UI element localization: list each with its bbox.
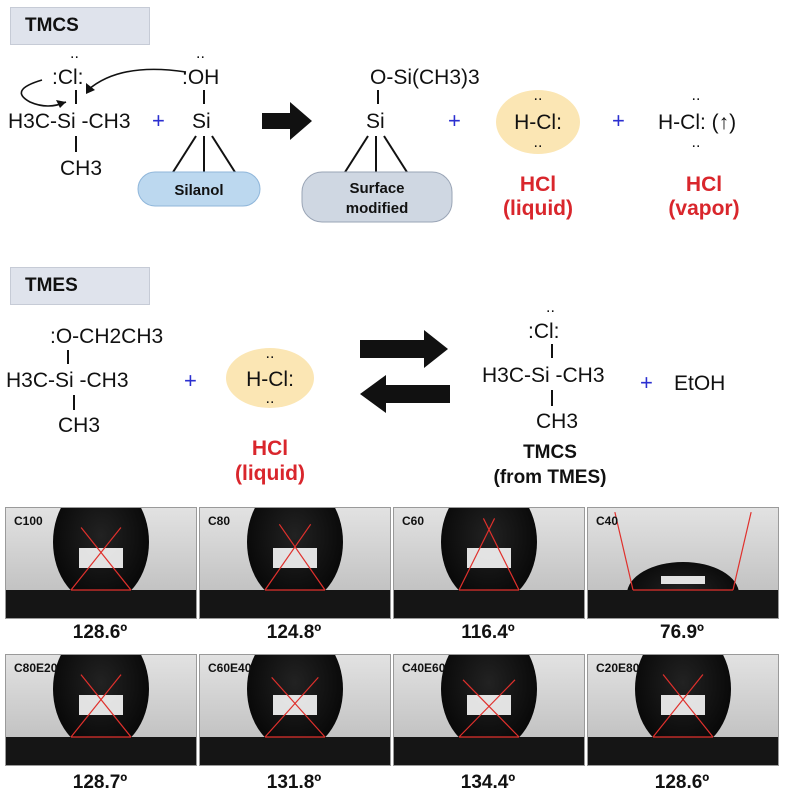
equilibrium-reverse-arrow — [360, 375, 450, 413]
hcl-reagent-state: (liquid) — [235, 462, 305, 485]
hcl3-lone-pair-top: .. — [266, 345, 275, 362]
tmcs-ch3-bottom: CH3 — [60, 157, 102, 180]
droplet-photo: C40E60 — [393, 654, 585, 766]
tmes-main: H3C-Si -CH3 — [6, 369, 129, 392]
tmcs2-ch3-bottom: CH3 — [536, 410, 578, 433]
sample-label: C60E40 — [208, 661, 252, 675]
contact-angle-value: 128.7º — [72, 772, 128, 793]
hcl1-lone-pair-bottom: .. — [534, 134, 543, 151]
sample-label: C60 — [402, 514, 425, 528]
contact-angle-value: 128.6º — [654, 772, 710, 793]
reaction-arrow-1 — [262, 102, 312, 140]
oh-lone-pair: .. — [196, 45, 205, 62]
hcl-liquid-state: (liquid) — [503, 197, 573, 220]
tmcs2-lone-pair: .. — [546, 299, 555, 316]
droplet-photo: C80E20 — [5, 654, 197, 766]
plus-sign-5: + — [640, 370, 653, 395]
etoh-label: EtOH — [674, 372, 725, 395]
tmcs-main: H3C-Si -CH3 — [8, 110, 131, 133]
tmcs-cl: :Cl: — [52, 66, 84, 89]
plus-sign-4: + — [184, 368, 197, 393]
curved-arrow-oh — [87, 68, 187, 91]
hcl1-lone-pair-top: .. — [534, 87, 543, 104]
silanol-label: Silanol — [174, 182, 223, 199]
plus-sign-2: + — [448, 108, 461, 133]
reaction-scheme: .. :Cl: H3C-Si -CH3 CH3 + .. :OH Si Sila… — [6, 45, 740, 488]
hcl2-lone-pair-bottom: .. — [692, 134, 701, 151]
section-title-tmes: TMES — [10, 267, 150, 305]
silanol-si: Si — [192, 110, 211, 133]
contact-angle-value: 128.6º — [72, 622, 128, 643]
hcl-reagent-name: HCl — [252, 437, 288, 460]
droplet-photo: C80 — [199, 507, 391, 619]
sample-label: C40E60 — [402, 661, 446, 675]
curved-arrow-oh-head — [86, 83, 95, 94]
droplet-photo: C40 — [587, 507, 779, 619]
droplet-photo: C100 — [5, 507, 197, 619]
hcl2-lone-pair-top: .. — [692, 87, 701, 104]
droplet-photo: C60E40 — [199, 654, 391, 766]
hcl3-lone-pair-bottom: .. — [266, 390, 275, 407]
sample-label: C80E20 — [14, 661, 58, 675]
tmes-top: :O-CH2CH3 — [50, 325, 163, 348]
plus-sign-3: + — [612, 108, 625, 133]
sample-label: C20E80 — [596, 661, 640, 675]
cl-lone-pair: .. — [70, 45, 79, 62]
tmcs-from: (from TMES) — [494, 467, 607, 488]
surface-label-2: modified — [346, 200, 409, 217]
hcl-reagent-formula: H-Cl: — [246, 368, 294, 391]
tmes-ch3-bottom: CH3 — [58, 414, 100, 437]
sample-label: C100 — [14, 514, 43, 528]
contact-angle-value: 124.8º — [266, 622, 322, 643]
sample-label: C80 — [208, 514, 231, 528]
silanol-badge — [137, 171, 261, 207]
tmcs2-cl: :Cl: — [528, 320, 560, 343]
hcl-vapor-state: (vapor) — [668, 197, 739, 220]
hcl-liquid-formula: H-Cl: — [514, 111, 562, 134]
sample-label: C40 — [596, 514, 619, 528]
equilibrium-forward-arrow — [360, 330, 448, 368]
droplet-photo: C20E80 — [587, 654, 779, 766]
hcl-reagent-bubble — [226, 348, 314, 408]
plus-sign-1: + — [152, 108, 165, 133]
product-si: Si — [366, 110, 385, 133]
contact-angle-value: 116.4º — [461, 622, 515, 643]
hcl-liquid-name: HCl — [520, 173, 556, 196]
hcl-vapor-formula: H-Cl: (↑) — [658, 111, 736, 134]
droplet-photo: C60 — [393, 507, 585, 619]
contact-angle-value: 134.4º — [460, 772, 516, 793]
curved-arrow-cl — [20, 79, 67, 107]
surface-label-1: Surface — [349, 180, 404, 197]
hcl-liquid-bubble — [496, 90, 580, 154]
contact-angle-value: 131.8º — [266, 772, 322, 793]
surface-modified-badge — [301, 171, 453, 223]
product-group: O-Si(CH3)3 — [370, 66, 480, 89]
contact-angle-value: 76.9º — [660, 622, 704, 643]
section-title-tmcs: TMCS — [10, 7, 150, 45]
hcl-vapor-name: HCl — [686, 173, 722, 196]
tmcs2-main: H3C-Si -CH3 — [482, 364, 605, 387]
silanol-oh: :OH — [182, 66, 219, 89]
curved-arrow-cl-head — [56, 100, 66, 108]
tmcs-name: TMCS — [523, 442, 577, 463]
